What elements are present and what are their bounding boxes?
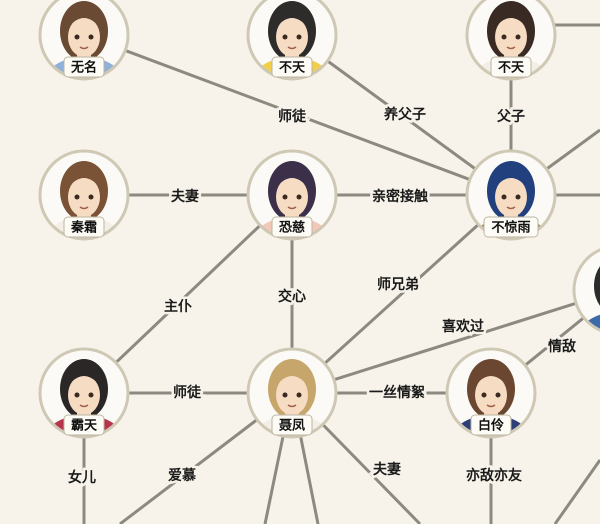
character-node-butian1[interactable]: 不天 (246, 0, 338, 109)
relationship-label: 师徒 (173, 384, 202, 401)
character-node-batian[interactable]: 霸天 (38, 347, 130, 467)
character-name: 霸天 (71, 419, 98, 434)
character-name: 不天 (279, 61, 306, 76)
character-name: 不天 (498, 61, 525, 76)
avatar (467, 151, 555, 239)
character-node-wuming[interactable]: 无名 (38, 0, 130, 109)
relationship-label: 喜欢过 (442, 318, 484, 335)
relationship-line (290, 193, 513, 395)
relationship-line (553, 459, 600, 524)
avatar (574, 246, 600, 334)
relationship-label: 主仆 (164, 298, 192, 315)
avatar (40, 0, 128, 79)
character-node-bujingyu[interactable]: 不惊雨 (465, 149, 557, 269)
relationship-label: 女儿 (68, 469, 96, 486)
avatar (40, 151, 128, 239)
relationship-label: 亦敌亦友 (466, 467, 522, 484)
character-name: 无名 (70, 60, 97, 76)
character-name: 不惊雨 (491, 220, 530, 236)
character-node-butian2[interactable]: 不天 (465, 0, 557, 109)
edge-labels: 师徒养父子父子夫妻亲密接触主仆交心师兄弟喜欢过情敌师徒一丝情絮女儿爱慕夫妻亦敌亦… (66, 104, 579, 489)
relationship-label: 父子 (496, 109, 525, 125)
character-name: 秦霜 (70, 220, 97, 236)
character-node-niefeng[interactable]: 聂凤 (246, 347, 338, 467)
relationship-label: 师兄弟 (377, 276, 419, 293)
character-name: 聂凤 (278, 419, 305, 434)
relationship-line (82, 193, 294, 395)
character-node-bailing[interactable]: 白伶 (445, 347, 537, 467)
relationship-label: 交心 (278, 288, 306, 305)
character-node-qinshuang[interactable]: 秦霜 (38, 149, 130, 269)
relationship-label: 养父子 (383, 106, 426, 123)
edges (82, 23, 600, 524)
relationship-label: 夫妻 (171, 188, 199, 205)
relationship-label: 师徒 (278, 108, 307, 125)
relationship-line (291, 294, 600, 395)
relationship-label: 夫妻 (373, 461, 401, 478)
character-node-right[interactable] (572, 246, 600, 364)
relationship-label: 一丝情絮 (369, 384, 425, 401)
relationship-label: 情敌 (548, 338, 576, 355)
relationship-label: 亲密接触 (372, 188, 428, 205)
character-name: 白伶 (478, 418, 504, 434)
character-node-kongci[interactable]: 恐慈 (246, 149, 338, 269)
character-name: 恐慈 (279, 220, 305, 236)
relationship-line (83, 33, 512, 197)
relationship-label: 爱慕 (168, 467, 196, 484)
avatar (248, 0, 336, 79)
avatar (248, 349, 336, 437)
